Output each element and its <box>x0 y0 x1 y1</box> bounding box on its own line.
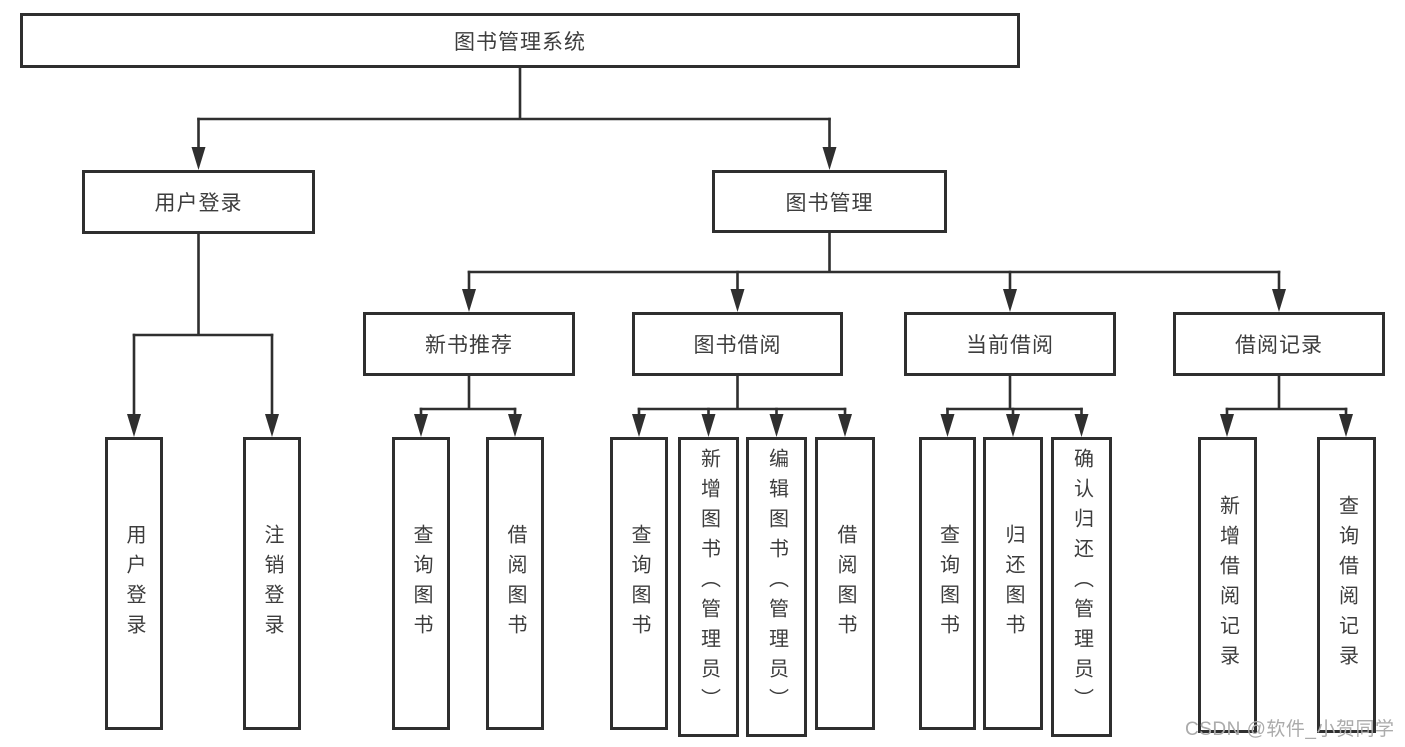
leaf-query-books-borrowing: 查询图书 <box>610 437 668 730</box>
node-label: 借阅图书 <box>504 523 526 644</box>
node-label: 确认归还（管理员） <box>1070 448 1093 718</box>
node-current-borrowing: 当前借阅 <box>904 312 1116 376</box>
leaf-return-books: 归还图书 <box>983 437 1043 730</box>
leaf-borrow-books-recommend: 借阅图书 <box>486 437 544 730</box>
node-borrowing-records: 借阅记录 <box>1173 312 1385 376</box>
leaf-add-books-admin: 新增图书（管理员） <box>678 437 739 737</box>
node-label: 查询图书 <box>936 523 959 644</box>
leaf-query-borrow-record: 查询借阅记录 <box>1317 437 1376 733</box>
leaf-logout: 注销登录 <box>243 437 301 730</box>
node-label: 查询图书 <box>410 523 432 644</box>
leaf-confirm-return-admin: 确认归还（管理员） <box>1051 437 1112 737</box>
node-label: 注销登录 <box>261 523 283 644</box>
node-label: 借阅图书 <box>834 523 856 644</box>
node-label: 查询图书 <box>628 523 650 644</box>
node-book-borrowing: 图书借阅 <box>632 312 843 376</box>
node-label: 用户登录 <box>123 523 145 644</box>
node-label: 图书管理 <box>785 191 874 215</box>
node-label: 新增借阅记录 <box>1216 495 1239 675</box>
node-user-login: 用户登录 <box>82 170 315 234</box>
leaf-borrow-books-borrowing: 借阅图书 <box>815 437 875 730</box>
node-library-system: 图书管理系统 <box>20 13 1020 68</box>
node-label: 用户登录 <box>154 192 243 215</box>
arrow-shafts <box>132 117 1348 419</box>
node-new-book-recommendation: 新书推荐 <box>363 312 575 376</box>
node-label: 借阅记录 <box>1235 334 1323 357</box>
node-label: 新书推荐 <box>425 334 513 357</box>
node-label: 图书借阅 <box>693 334 782 357</box>
leaf-user-login: 用户登录 <box>105 437 163 730</box>
node-book-management: 图书管理 <box>712 170 947 233</box>
node-label: 归还图书 <box>1002 523 1024 644</box>
leaf-query-books-recommend: 查询图书 <box>392 437 450 730</box>
node-label: 编辑图书（管理员） <box>765 448 788 718</box>
leaf-query-books-current: 查询图书 <box>919 437 976 730</box>
connector-trunk-lines <box>132 66 1348 411</box>
node-label: 新增图书（管理员） <box>697 448 720 718</box>
node-label: 当前借阅 <box>966 334 1054 357</box>
node-label: 图书管理系统 <box>454 30 586 54</box>
leaf-add-borrow-record: 新增借阅记录 <box>1198 437 1257 733</box>
node-label: 查询借阅记录 <box>1335 495 1358 675</box>
watermark-text: CSDN @软件_小贺同学 <box>1185 719 1395 740</box>
leaf-edit-books-admin: 编辑图书（管理员） <box>746 437 807 737</box>
arrowhead-icons <box>127 147 1353 437</box>
